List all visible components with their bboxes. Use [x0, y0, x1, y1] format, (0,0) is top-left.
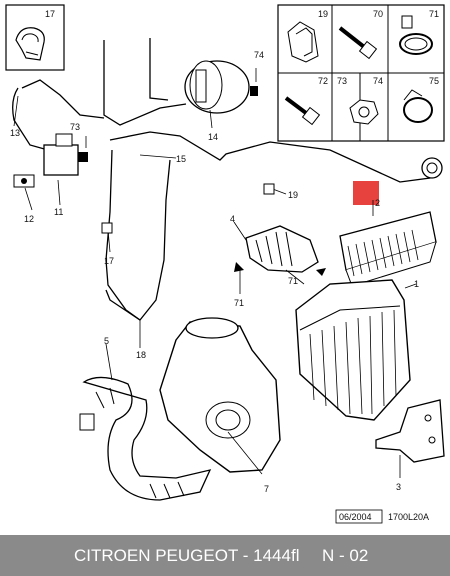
- mounting-bracket: [375, 399, 445, 463]
- callout-13: 13: [10, 128, 20, 138]
- solenoid-valve: [13, 133, 88, 188]
- inset-17-label: 17: [45, 9, 55, 19]
- air-filter-element: [339, 181, 437, 287]
- inset-label-74: 74: [373, 76, 383, 86]
- callout-71b: 71: [234, 298, 244, 308]
- vacuum-canister: [184, 60, 258, 114]
- intake-resonator: [159, 317, 281, 473]
- callout-boxes: [101, 183, 326, 276]
- callout-7: 7: [264, 484, 269, 494]
- callout-15: 15: [176, 154, 186, 164]
- inset-fasteners-grid: 19 70 71 72 73 74 75: [277, 4, 445, 142]
- inset-label-73: 73: [337, 76, 347, 86]
- exploded-parts-diagram: 17 19 70 71 72 73 74 75: [5, 4, 445, 524]
- callout-2: 2: [375, 198, 380, 208]
- callout-14: 14: [208, 132, 218, 142]
- pipe-grommet: [421, 157, 443, 179]
- callout-4: 4: [230, 214, 235, 224]
- intake-sleeve: [245, 225, 319, 273]
- inset-label-70: 70: [373, 9, 383, 19]
- highlight-marker: [353, 181, 379, 205]
- canister-fitting-icon: [250, 86, 258, 96]
- callout-17: 17: [104, 256, 114, 266]
- inset-label-71: 71: [429, 9, 439, 19]
- reference-codes: 06/2004 1700L20A: [335, 509, 429, 524]
- callout-5: 5: [104, 336, 109, 346]
- callout-74: 74: [254, 50, 264, 60]
- callout-71: 71: [288, 276, 298, 286]
- callout-11: 11: [54, 207, 63, 217]
- footer-part-number: CITROEN PEUGEOT - 1444fl: [74, 545, 300, 565]
- callout-18: 18: [136, 350, 146, 360]
- inset-part-17: 17: [5, 4, 65, 71]
- air-filter-housing: [295, 279, 411, 421]
- inset-label-75: 75: [429, 76, 439, 86]
- date-code: 06/2004: [339, 512, 372, 522]
- leader-lines: [13, 68, 417, 478]
- footer-bar: CITROEN PEUGEOT - 1444fl N - 02: [0, 535, 450, 576]
- callout-3: 3: [396, 482, 401, 492]
- footer-page-ref: N - 02: [322, 545, 369, 565]
- callout-1: 1: [414, 279, 419, 289]
- intake-hose: [79, 376, 212, 501]
- callout-19: 19: [288, 190, 298, 200]
- callout-73: 73: [70, 122, 80, 132]
- inset-label-19: 19: [318, 9, 328, 19]
- inset-label-72: 72: [318, 76, 328, 86]
- callout-12: 12: [24, 214, 34, 224]
- ref-code: 1700L20A: [388, 512, 429, 522]
- vacuum-hoses: [12, 38, 433, 321]
